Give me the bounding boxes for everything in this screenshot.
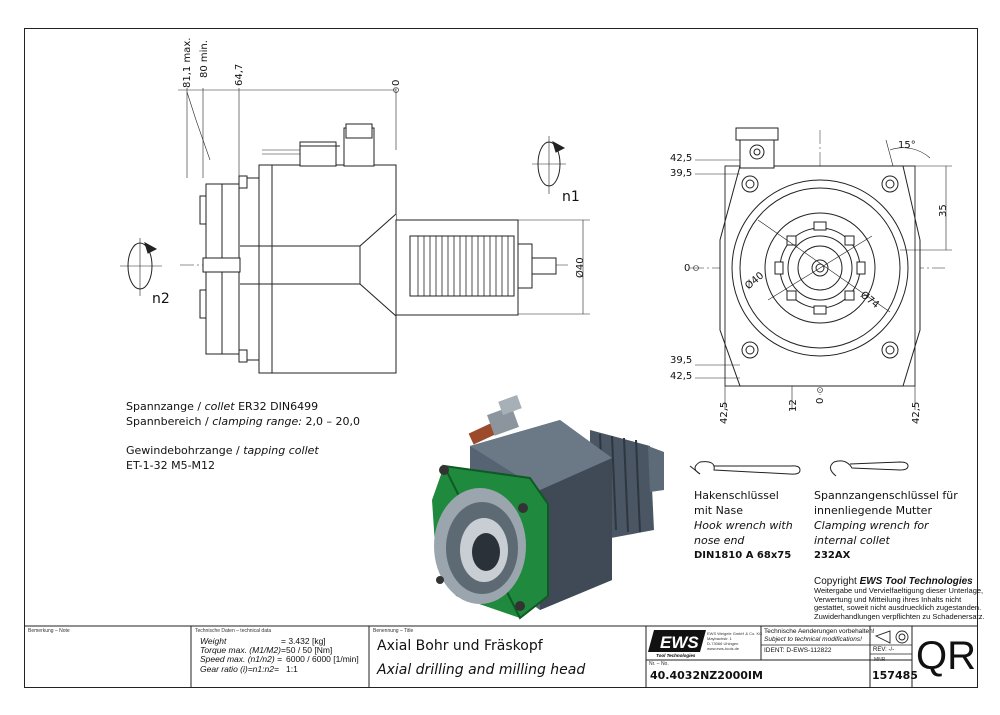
mnr-number: 157485 bbox=[872, 669, 918, 682]
dim-angle-15: 15° bbox=[898, 140, 916, 151]
hook-wrench-en-2: nose end bbox=[694, 534, 745, 547]
dim-42-5-bottom: 42,5 bbox=[670, 371, 693, 382]
clamping-wrench-icon bbox=[830, 460, 909, 477]
clamping-wrench-en-1: Clamping wrench for bbox=[814, 519, 929, 532]
qr-label: QR bbox=[916, 634, 976, 678]
weight-value: = 3.432 [kg] bbox=[281, 636, 326, 646]
hook-wrench-de-1: Hakenschlüssel bbox=[694, 489, 779, 502]
revision: REV: -/- bbox=[873, 647, 895, 653]
dim-zero-side: 0 bbox=[391, 79, 402, 86]
label-n1: n1 bbox=[562, 189, 580, 205]
front-view bbox=[690, 127, 952, 410]
dim-42-5-right: 42,5 bbox=[911, 401, 922, 424]
projection-symbol-icon bbox=[874, 630, 909, 644]
title-german: Axial Bohr und Fräskopf bbox=[377, 638, 543, 654]
dim-42-5-left: 42,5 bbox=[719, 401, 730, 424]
clamping-wrench-code: 232AX bbox=[814, 550, 851, 561]
clamping-wrench-de-2: innenliegende Mutter bbox=[814, 504, 932, 517]
collet-line: Spannzange / collet ER32 DIN6499 bbox=[126, 400, 319, 413]
speed-value: 6000 / 6000 [1/min] bbox=[286, 654, 359, 664]
gear-ratio-key: Gear ratio (i)=n1:n2= bbox=[200, 664, 279, 674]
dim-64-7: 64,7 bbox=[234, 63, 245, 86]
dim-81-1-max: 81,1 max. bbox=[182, 37, 193, 88]
clamping-wrench-en-2: internal collet bbox=[814, 534, 890, 547]
changes-en: Subject to technical modifications! bbox=[764, 636, 862, 643]
dim-12: 12 bbox=[788, 399, 799, 412]
torque-key: Torque max. (M1/M2)= bbox=[200, 645, 286, 655]
article-number: 40.4032NZ2000IM bbox=[650, 669, 763, 682]
torque-value: 50 / 50 [Nm] bbox=[286, 645, 333, 655]
tapping-collet-spec: ET-1-32 M5-M12 bbox=[126, 459, 216, 472]
tech-data-label: Technische Daten – technical data bbox=[195, 628, 272, 634]
dim-80-min: 80 min. bbox=[199, 40, 210, 78]
ident-number: IDENT: D-EWS-112822 bbox=[764, 647, 832, 654]
logo-subtitle: Tool Technologies bbox=[656, 653, 696, 658]
title-english: Axial drilling and milling head bbox=[377, 662, 586, 678]
drawing-frame bbox=[24, 28, 978, 688]
ews-logo: EWS bbox=[648, 630, 706, 652]
weight-key: Weight bbox=[200, 636, 227, 646]
gear-ratio-value: 1:1 bbox=[286, 664, 298, 674]
clamping-wrench-de-1: Spannzangenschlüssel für bbox=[814, 489, 958, 502]
dim-42-5-top: 42,5 bbox=[670, 153, 693, 164]
hook-wrench-de-2: mit Nase bbox=[694, 504, 744, 517]
changes-de: Technische Aenderungen vorbehalten! bbox=[764, 628, 875, 635]
mnr-label: MNR bbox=[874, 657, 886, 663]
copyright-text: Weitergabe und Vervielfaeltigung dieser … bbox=[814, 586, 985, 621]
dim-diameter-40-side: Ø40 bbox=[575, 257, 586, 278]
hook-wrench-code: DIN1810 A 68x75 bbox=[694, 550, 792, 561]
svg-text:EWS: EWS bbox=[660, 633, 699, 652]
title-label: Benennung – Title bbox=[373, 628, 414, 634]
product-render-image bbox=[432, 395, 664, 620]
hook-wrench-en-1: Hook wrench with bbox=[694, 519, 793, 532]
tapping-collet-line: Gewindebohrzange / tapping collet bbox=[126, 444, 319, 457]
dim-39-5-bottom: 39,5 bbox=[670, 355, 693, 366]
remark-label: Bemerkung – Note bbox=[28, 628, 70, 634]
label-n2: n2 bbox=[152, 291, 170, 307]
dim-zero-front-y: 0 bbox=[684, 263, 691, 274]
copyright-title: Copyright EWS Tool Technologies bbox=[814, 576, 973, 587]
dim-zero-front-x: 0 bbox=[815, 397, 826, 404]
dim-39-5-top: 39,5 bbox=[670, 168, 693, 179]
dim-35: 35 bbox=[938, 204, 949, 217]
number-label: Nr. – No. bbox=[649, 661, 669, 667]
title-block-grid bbox=[24, 625, 978, 688]
side-view bbox=[120, 87, 590, 374]
clamping-range-line: Spannbereich / clamping range: 2,0 – 20,… bbox=[126, 415, 360, 428]
hook-wrench-icon bbox=[689, 461, 801, 475]
speed-key: Speed max. (n1/n2) = bbox=[200, 654, 282, 664]
